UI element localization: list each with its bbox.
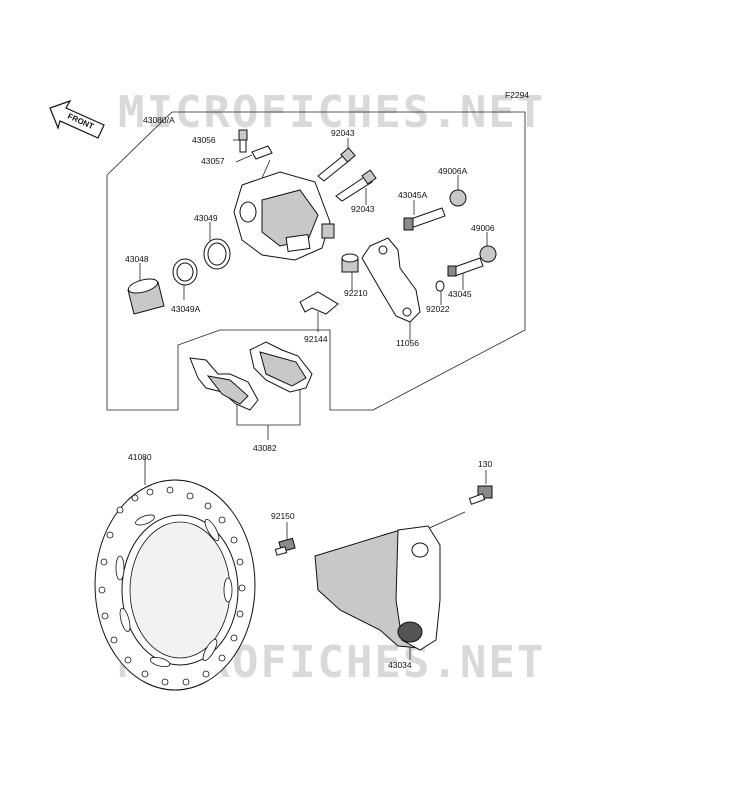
label-43049A: 43049A (171, 304, 201, 314)
label-92210: 92210 (344, 288, 368, 298)
label-43080A: 43080/A (143, 115, 175, 125)
label-43045: 43045 (448, 289, 472, 299)
label-43082: 43082 (253, 443, 277, 453)
label-92022: 92022 (426, 304, 450, 314)
part-labels: 43080/A 43056 43057 92043 92043 49006A 4… (125, 115, 495, 670)
bracket-bolt (447, 257, 484, 277)
caliper-pins (317, 147, 377, 202)
watermark-top: MICROFICHES.NET (118, 87, 545, 138)
label-49006A: 49006A (438, 166, 468, 176)
label-43056: 43056 (192, 135, 216, 145)
front-arrow-icon: FRONT (49, 99, 105, 139)
label-41080: 41080 (128, 452, 152, 462)
label-43049: 43049 (194, 213, 218, 223)
boot-a (449, 189, 467, 207)
caliper-mount-bracket (314, 525, 441, 651)
label-92150: 92150 (271, 511, 295, 521)
bleeder-valve (238, 129, 248, 153)
label-92144: 92144 (304, 334, 328, 344)
bushing (341, 253, 359, 273)
label-130: 130 (478, 459, 492, 469)
figure-code: F2294 (505, 90, 529, 100)
brake-disc (94, 479, 256, 691)
ring (435, 280, 445, 292)
caliper-body (233, 159, 335, 261)
caliper-piston (127, 278, 165, 315)
label-43045A: 43045A (398, 190, 428, 200)
label-43034: 43034 (388, 660, 412, 670)
label-92043-lower: 92043 (351, 204, 375, 214)
label-43048: 43048 (125, 254, 149, 264)
bleeder-cap (251, 145, 273, 160)
label-92043-top: 92043 (331, 128, 355, 138)
label-43057: 43057 (201, 156, 225, 166)
boot (479, 245, 497, 263)
bracket-bolt-a (403, 207, 446, 231)
caliper-bracket (361, 237, 421, 323)
label-11056: 11056 (396, 338, 419, 348)
pad-spring (299, 291, 339, 315)
caliper-assembly-outline (106, 111, 526, 411)
brake-pads (189, 341, 313, 411)
disc-bolt (274, 537, 296, 556)
bracket-mount-bolt (468, 485, 493, 505)
label-49006: 49006 (471, 223, 495, 233)
